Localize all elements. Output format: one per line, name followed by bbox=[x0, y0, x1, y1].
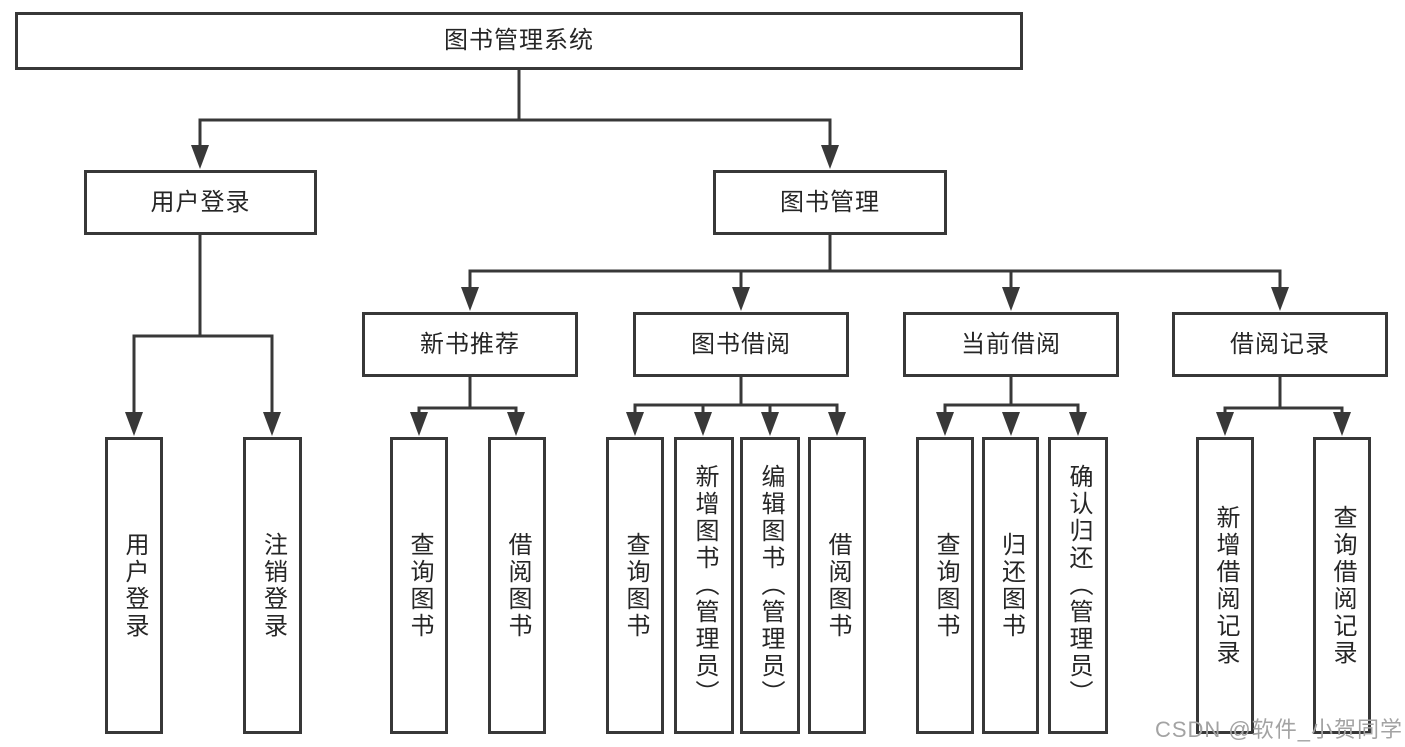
leaf-records-query-borrow-record: 查询借阅记录 bbox=[1313, 437, 1371, 734]
node-new-book-recommendation: 新书推荐 bbox=[362, 312, 578, 377]
leaf-current-confirm-return-admin: 确认归还（管理员） bbox=[1048, 437, 1108, 734]
node-user-login: 用户登录 bbox=[84, 170, 317, 235]
node-borrowing-records: 借阅记录 bbox=[1172, 312, 1388, 377]
leaf-logout: 注销登录 bbox=[243, 437, 302, 734]
leaf-borrow-query-books: 查询图书 bbox=[606, 437, 664, 734]
leaf-recommend-borrow-books: 借阅图书 bbox=[488, 437, 546, 734]
leaf-recommend-query-books: 查询图书 bbox=[390, 437, 448, 734]
leaf-current-return-books: 归还图书 bbox=[982, 437, 1039, 734]
leaf-borrow-edit-books-admin: 编辑图书（管理员） bbox=[740, 437, 800, 734]
leaf-borrow-add-books-admin: 新增图书（管理员） bbox=[674, 437, 734, 734]
leaf-records-add-borrow-record: 新增借阅记录 bbox=[1196, 437, 1254, 734]
node-book-borrowing: 图书借阅 bbox=[633, 312, 849, 377]
leaf-current-query-books: 查询图书 bbox=[916, 437, 974, 734]
leaf-borrow-borrow-books: 借阅图书 bbox=[808, 437, 866, 734]
leaf-user-login: 用户登录 bbox=[105, 437, 163, 734]
node-book-management: 图书管理 bbox=[713, 170, 947, 235]
node-library-management-system: 图书管理系统 bbox=[15, 12, 1023, 70]
node-current-borrowing: 当前借阅 bbox=[903, 312, 1119, 377]
csdn-watermark: CSDN @软件_小贺同学 bbox=[1154, 717, 1403, 742]
